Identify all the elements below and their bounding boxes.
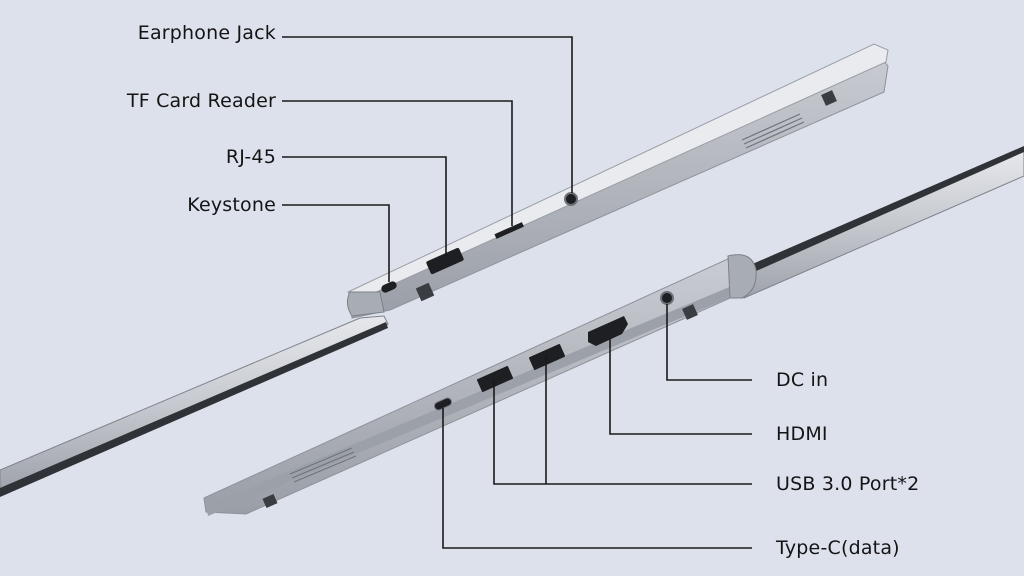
upper-foot-right <box>821 90 837 106</box>
leader-lines <box>282 36 752 549</box>
lower-laptop <box>203 146 1024 516</box>
type-c-port <box>433 397 453 411</box>
label-keystone: Keystone <box>187 194 276 216</box>
lower-screen-bezel <box>734 146 1024 280</box>
label-type-c-data: Type-C(data) <box>776 537 900 559</box>
keystone-port <box>381 281 397 293</box>
leader-keystone <box>282 204 390 282</box>
usb30-port-1 <box>476 366 514 392</box>
label-earphone-jack: Earphone Jack <box>137 22 276 44</box>
lower-foot-left <box>262 493 278 509</box>
hdmi-port <box>588 316 628 346</box>
leader-type-c <box>442 408 752 549</box>
label-tf-card-reader: TF Card Reader <box>126 90 276 112</box>
leader-dc-in <box>666 304 752 381</box>
label-hdmi: HDMI <box>776 423 828 445</box>
leader-usb-a <box>493 380 752 485</box>
upper-vents <box>741 113 805 149</box>
leader-earphone-jack <box>282 36 573 193</box>
usb30-port-2 <box>528 344 566 370</box>
lower-screen-lid <box>729 149 1024 299</box>
lower-vents <box>289 447 357 483</box>
earphone-jack-port <box>564 192 578 206</box>
upper-foot-left <box>415 282 435 302</box>
lower-foot-right <box>682 304 698 320</box>
upper-screen-bezel <box>0 322 388 497</box>
upper-hinge <box>346 291 385 317</box>
leader-tf-card <box>282 100 513 226</box>
leader-rj45 <box>282 156 447 256</box>
leader-hdmi <box>609 338 752 435</box>
label-usb30-ports: USB 3.0 Port*2 <box>776 473 920 495</box>
label-rj45: RJ-45 <box>225 146 276 168</box>
tf-card-slot <box>494 222 524 239</box>
dc-in-port <box>660 291 674 305</box>
rj45-port <box>426 247 464 275</box>
lower-hinge <box>727 254 757 299</box>
upper-laptop <box>0 43 889 497</box>
label-dc-in: DC in <box>776 369 829 391</box>
